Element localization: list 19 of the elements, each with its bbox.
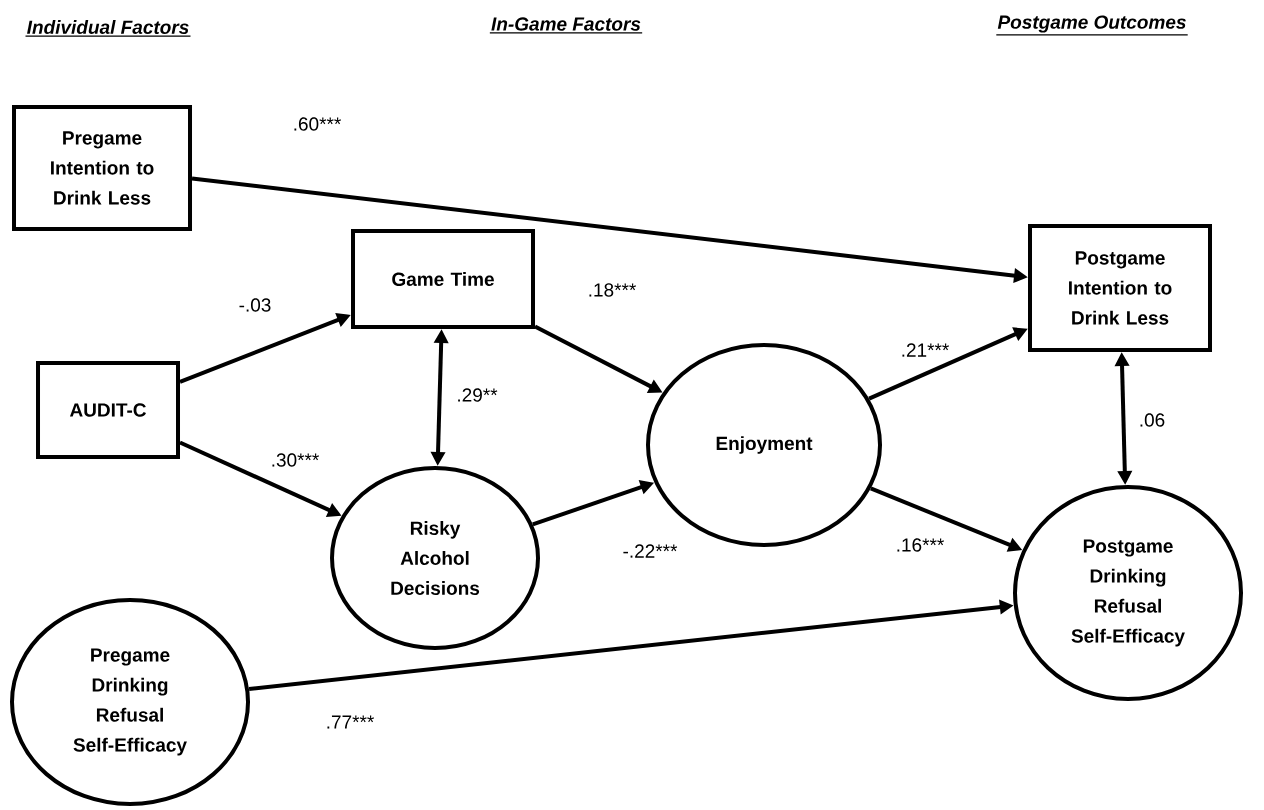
edge-label: .06 <box>1137 412 1167 428</box>
edge-label: .30*** <box>269 452 321 468</box>
edge-label: -.03 <box>237 297 273 313</box>
process-box: Postgame Intention to Drink Less <box>1028 224 1212 352</box>
edge-label: .21*** <box>899 342 951 358</box>
edge-label: .18*** <box>586 282 638 298</box>
ellipse-node: Postgame Drinking Refusal Self-Efficacy <box>1013 485 1243 701</box>
column-heading: Individual Factors <box>24 20 192 37</box>
edge-label: .16*** <box>894 537 946 553</box>
ellipse-node: Pregame Drinking Refusal Self-Efficacy <box>10 598 250 806</box>
column-heading: Postgame Outcomes <box>995 15 1189 36</box>
ellipse-node: Risky Alcohol Decisions <box>330 466 540 650</box>
edge-label: .29** <box>455 387 499 403</box>
process-box: AUDIT-C <box>36 361 180 459</box>
process-box: Pregame Intention to Drink Less <box>12 105 192 231</box>
column-heading: In-Game Factors <box>489 17 643 34</box>
process-box: Game Time <box>351 229 535 329</box>
edge-label: .77*** <box>324 714 376 730</box>
edge-label: .60*** <box>291 116 343 132</box>
